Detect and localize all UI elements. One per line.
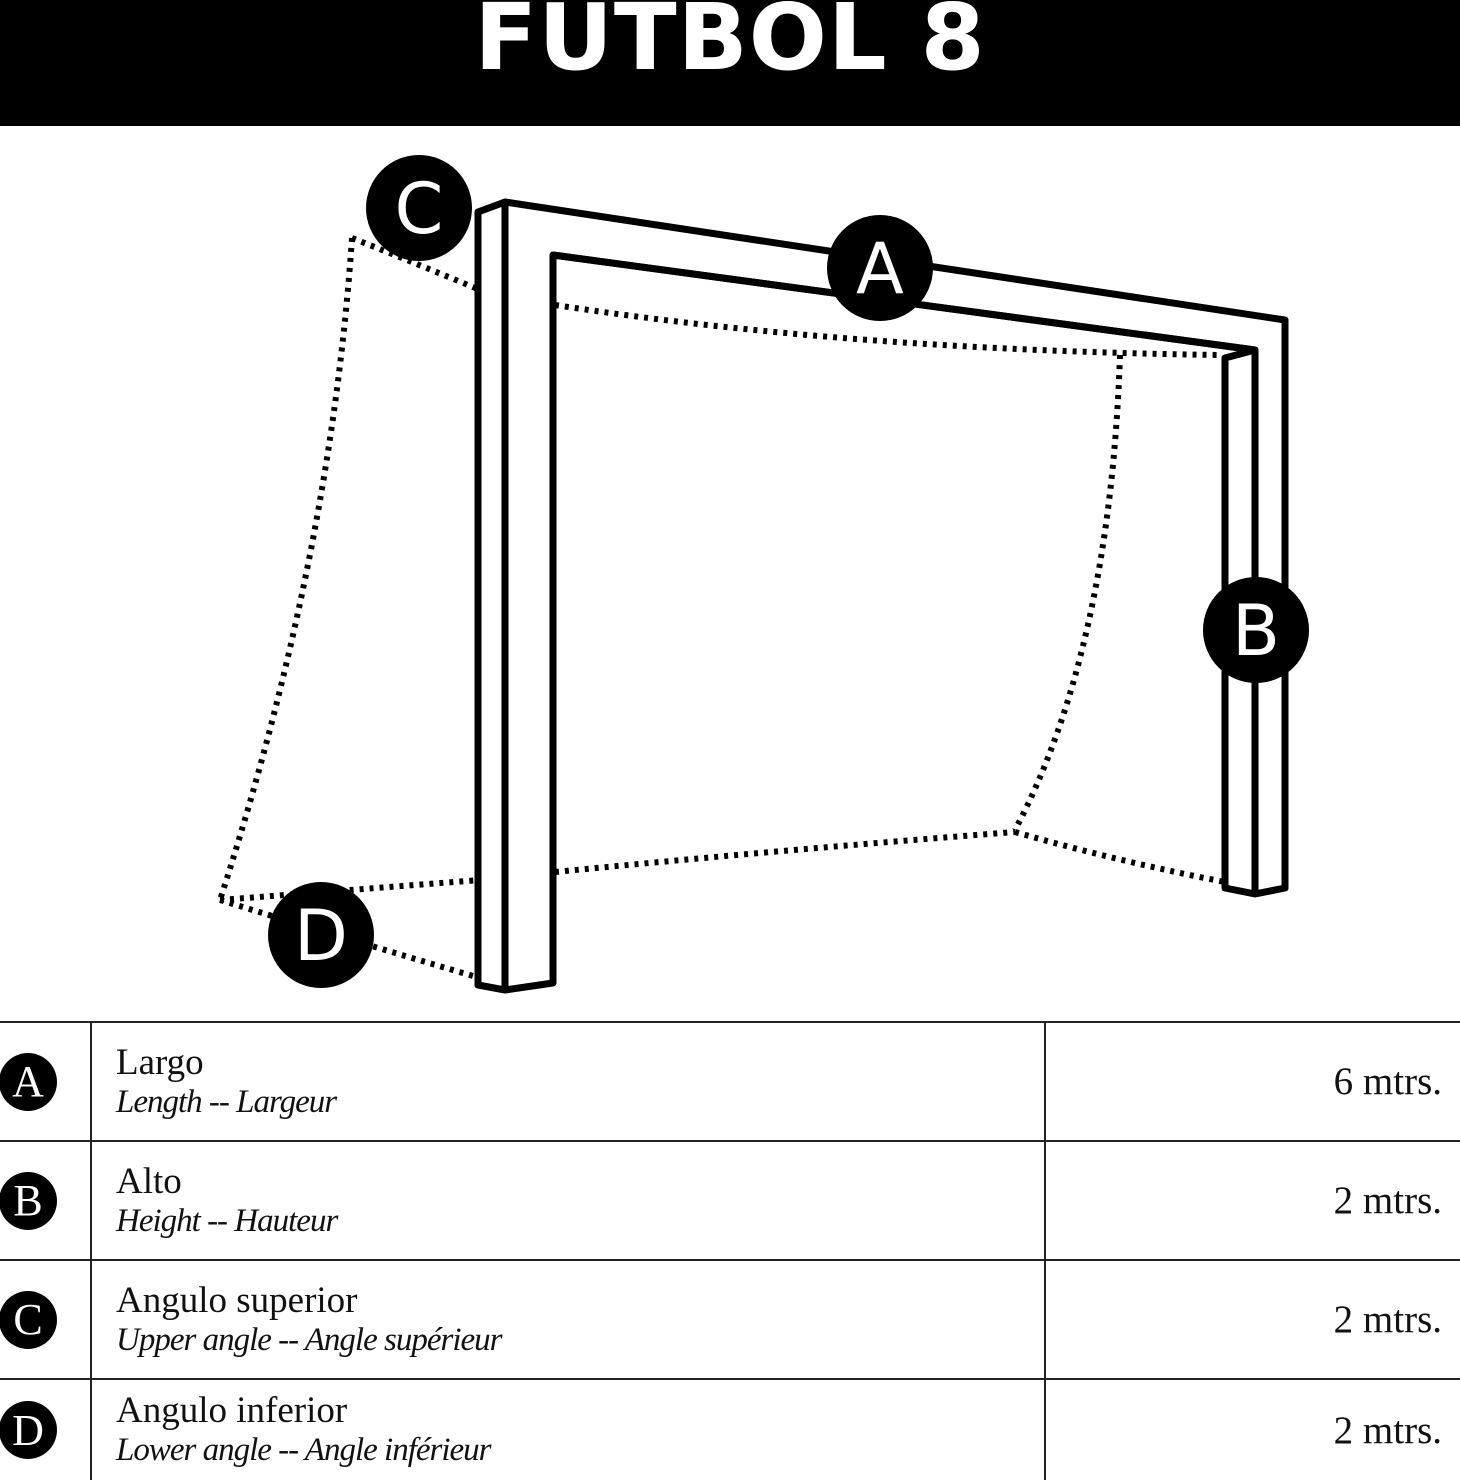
marker-a: A bbox=[827, 215, 933, 321]
net-bottom-left bbox=[219, 877, 481, 903]
net-top-left bbox=[350, 235, 482, 293]
marker-d-label: D bbox=[294, 895, 348, 977]
dimension-value: 2 mtrs. bbox=[1333, 1298, 1442, 1341]
marker-c: C bbox=[366, 155, 472, 261]
dimension-name: Angulo superior bbox=[116, 1279, 358, 1321]
goal-diagram: C A B D bbox=[217, 155, 1309, 994]
page-title: FÚTBOL 8 bbox=[474, 0, 986, 91]
net-bottom-right bbox=[1014, 829, 1226, 885]
dimension-name: Largo bbox=[116, 1041, 204, 1083]
marker-b-label: B bbox=[1232, 590, 1280, 672]
dimension-name: Alto bbox=[116, 1160, 182, 1202]
dimension-value: 2 mtrs. bbox=[1333, 1179, 1442, 1222]
dimensions-table: A Largo Length -- Largeur 6 mtrs. B Alto… bbox=[0, 1021, 1460, 1480]
marker-c-label: C bbox=[395, 168, 444, 250]
net-left-side bbox=[217, 237, 355, 901]
dimension-translation: Upper angle -- Angle supérieur bbox=[116, 1321, 502, 1358]
letter-badge: A bbox=[0, 1052, 57, 1111]
dimension-translation: Length -- Largeur bbox=[116, 1083, 337, 1120]
letter-badge: B bbox=[0, 1171, 57, 1230]
table-row: A Largo Length -- Largeur 6 mtrs. bbox=[0, 1021, 1460, 1141]
dimension-translation: Height -- Hauteur bbox=[116, 1202, 338, 1239]
marker-b: B bbox=[1203, 577, 1309, 683]
dimension-translation: Lower angle -- Angle inférieur bbox=[116, 1432, 492, 1468]
title-banner: FÚTBOL 8 bbox=[0, 0, 1460, 126]
dimension-value: 2 mtrs. bbox=[1333, 1408, 1442, 1452]
table-row: D Angulo inferior Lower angle -- Angle i… bbox=[0, 1378, 1460, 1480]
marker-d: D bbox=[268, 882, 374, 988]
net-right-back bbox=[1012, 354, 1123, 832]
net-bottom-back bbox=[554, 829, 1016, 875]
letter-badge: C bbox=[0, 1290, 57, 1349]
table-row: C Angulo superior Upper angle -- Angle s… bbox=[0, 1259, 1460, 1379]
table-row: B Alto Height -- Hauteur 2 mtrs. bbox=[0, 1140, 1460, 1260]
dimension-value: 6 mtrs. bbox=[1333, 1060, 1442, 1103]
letter-badge: D bbox=[0, 1401, 57, 1459]
dimension-name: Angulo inferior bbox=[116, 1390, 348, 1431]
marker-a-label: A bbox=[856, 228, 904, 310]
